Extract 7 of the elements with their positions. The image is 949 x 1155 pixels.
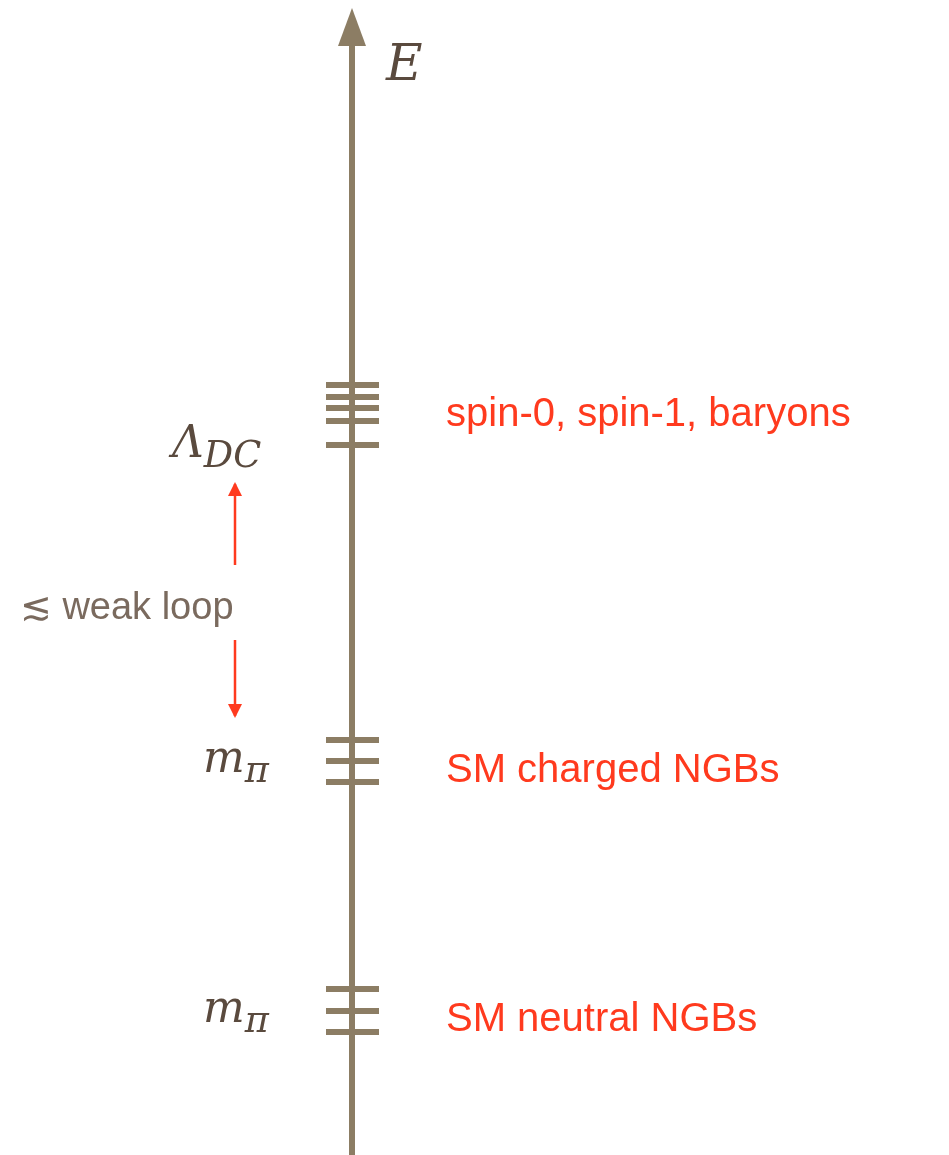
level-label: spin-0, spin-1, baryons xyxy=(446,392,851,432)
scale-label: m$_{π}$ xyxy=(203,985,269,1039)
axis-label: E xyxy=(386,38,423,88)
scale-label: m$_{π}$ xyxy=(203,735,269,789)
level-label: SM neutral NGBs xyxy=(446,997,758,1037)
annotation-text: ≲ weak loop xyxy=(20,587,234,625)
level-label: SM charged NGBs xyxy=(446,748,780,788)
